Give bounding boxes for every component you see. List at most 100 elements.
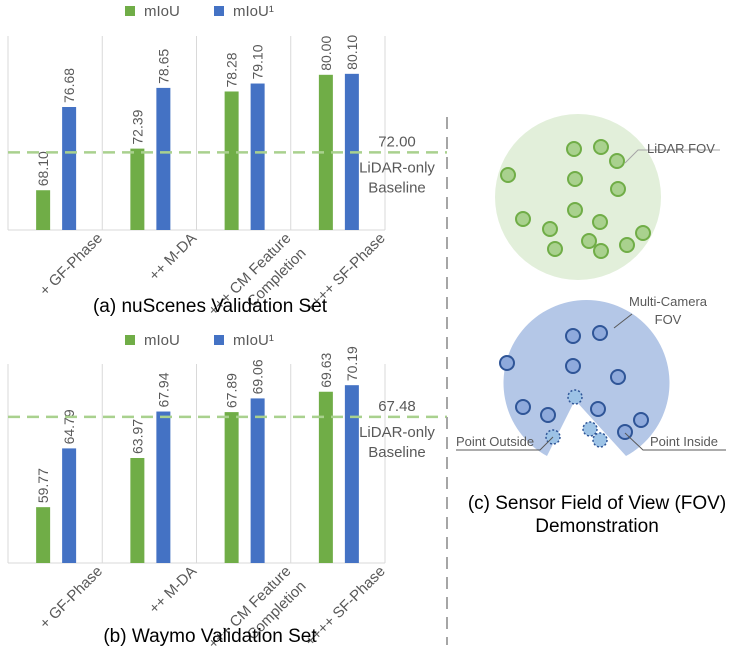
lidar-point bbox=[619, 237, 635, 253]
chart-nuscenes-bar-miou bbox=[224, 91, 239, 230]
camera-point-outside bbox=[567, 389, 583, 405]
fov-leader-lines bbox=[456, 149, 726, 451]
lidar-point bbox=[567, 171, 583, 187]
chart-waymo-value-label: 70.19 bbox=[344, 346, 360, 381]
fov-panel: LiDAR FOV Multi-Camera FOV Point Outside… bbox=[456, 114, 726, 537]
camera-fov-leader bbox=[613, 313, 633, 329]
chart-waymo-bars: 59.77 64.79 63.97 67.94 67.89 69.06 69.63 70.19 bbox=[35, 346, 360, 563]
chart-waymo-value-label: 67.94 bbox=[155, 372, 171, 407]
lidar-point bbox=[581, 233, 597, 249]
chart-waymo-title: (b) Waymo Validation Set bbox=[103, 626, 317, 647]
chart-nuscenes-bar-miou1 bbox=[62, 107, 77, 230]
lidar-point bbox=[592, 214, 608, 230]
lidar-point bbox=[567, 202, 583, 218]
chart-waymo-value-label: 67.89 bbox=[224, 373, 240, 408]
chart-nuscenes-legend-swatch bbox=[214, 6, 224, 16]
camera-point-inside bbox=[617, 424, 633, 440]
camera-fov-label-line1: Multi-Camera bbox=[629, 294, 708, 309]
chart-waymo-legend-swatch bbox=[214, 335, 224, 345]
fov-caption-line1: (c) Sensor Field of View (FOV) bbox=[468, 493, 726, 514]
chart-waymo-value-label: 69.06 bbox=[250, 359, 266, 394]
lidar-point bbox=[635, 225, 651, 241]
camera-fov-label-line2: FOV bbox=[655, 312, 682, 327]
lidar-point bbox=[593, 243, 609, 259]
chart-nuscenes-category-label: ++ M-DA bbox=[146, 230, 200, 284]
chart-nuscenes-bar-miou1 bbox=[250, 83, 265, 230]
chart-nuscenes-legend-label: mIoU¹ bbox=[233, 3, 274, 20]
chart-nuscenes-baseline-text: LiDAR-only bbox=[359, 159, 435, 176]
chart-waymo-bar-miou1 bbox=[62, 448, 77, 563]
chart-nuscenes-value-label: 79.10 bbox=[250, 44, 266, 79]
legend-waymo: mIoU mIoU¹ bbox=[125, 332, 274, 349]
chart-waymo-value-label: 64.79 bbox=[61, 409, 77, 444]
lidar-point bbox=[609, 153, 625, 169]
chart-waymo-value-label: 69.63 bbox=[318, 352, 334, 387]
chart-nuscenes-baseline-value: 72.00 bbox=[378, 133, 416, 150]
chart-waymo-bar-miou bbox=[36, 507, 51, 563]
camera-point-outside bbox=[592, 432, 608, 448]
chart-nuscenes-value-label: 76.68 bbox=[61, 68, 77, 103]
chart-waymo-category-label: ++ M-DA bbox=[146, 563, 200, 617]
chart-waymo-category-label: + GF-Phase bbox=[36, 563, 106, 633]
chart-nuscenes-legend-label: mIoU bbox=[144, 3, 180, 20]
chart-waymo-legend-swatch bbox=[125, 335, 135, 345]
chart-waymo-value-label: 59.77 bbox=[35, 468, 51, 503]
chart-nuscenes-title: (a) nuScenes Validation Set bbox=[93, 296, 328, 317]
chart-waymo-baseline-text: LiDAR-only bbox=[359, 424, 435, 441]
camera-point-outside bbox=[582, 421, 598, 437]
fov-caption-line2: Demonstration bbox=[535, 516, 659, 537]
chart-nuscenes-category-label: + GF-Phase bbox=[36, 230, 106, 300]
chart-nuscenes-legend-swatch bbox=[125, 6, 135, 16]
chart-waymo-bar-miou bbox=[130, 457, 145, 563]
chart-nuscenes-value-label: 78.65 bbox=[155, 49, 171, 84]
lidar-point bbox=[610, 181, 626, 197]
camera-point-inside bbox=[540, 407, 556, 423]
lidar-point bbox=[593, 139, 609, 155]
chart-waymo-legend-label: mIoU bbox=[144, 332, 180, 349]
chart-nuscenes-value-label: 80.00 bbox=[318, 36, 334, 71]
lidar-fov-label: LiDAR FOV bbox=[647, 141, 715, 156]
chart-nuscenes-bar-miou1 bbox=[156, 87, 171, 231]
chart-waymo-bar-miou1 bbox=[156, 411, 171, 563]
lidar-fov-leader bbox=[624, 149, 720, 164]
point-inside-label: Point Inside bbox=[650, 434, 718, 449]
chart-waymo-legend-label: mIoU¹ bbox=[233, 332, 274, 349]
camera-point-inside bbox=[592, 325, 608, 341]
lidar-fov-region bbox=[495, 114, 661, 280]
lidar-point bbox=[566, 141, 582, 157]
chart-waymo-value-label: 63.97 bbox=[129, 419, 145, 454]
legend-nuscenes: mIoU mIoU¹ bbox=[125, 3, 274, 20]
camera-point-inside bbox=[610, 369, 626, 385]
chart-waymo-bar-miou1 bbox=[250, 398, 265, 563]
chart-nuscenes-value-label: 72.39 bbox=[129, 109, 145, 144]
camera-points bbox=[499, 325, 649, 448]
camera-point-inside bbox=[590, 401, 606, 417]
lidar-point bbox=[542, 221, 558, 237]
chart-waymo-bar-miou1 bbox=[344, 385, 359, 563]
camera-point-inside bbox=[565, 358, 581, 374]
lidar-point bbox=[515, 211, 531, 227]
chart-waymo-bar-miou bbox=[318, 391, 333, 563]
chart-waymo-bar-miou bbox=[224, 412, 239, 563]
point-outside-leader bbox=[456, 436, 554, 451]
chart-nuscenes-bar-miou bbox=[318, 74, 333, 230]
chart-nuscenes-bar-miou bbox=[130, 148, 145, 230]
chart-nuscenes-value-label: 78.28 bbox=[224, 52, 240, 87]
camera-point-inside bbox=[565, 328, 581, 344]
chart-waymo-baseline-value: 67.48 bbox=[378, 398, 416, 415]
camera-point-inside bbox=[515, 399, 531, 415]
chart-nuscenes-bar-miou bbox=[36, 190, 51, 230]
lidar-point bbox=[547, 241, 563, 257]
chart-waymo: mIoU mIoU¹ 59.77 64.79 63.97 67.94 67.89 69.06… bbox=[7, 332, 447, 652]
chart-waymo-baseline-text: Baseline bbox=[368, 444, 426, 461]
chart-nuscenes: mIoU mIoU¹ 68.10 76.68 72.39 78.65 78.28 79.10… bbox=[7, 3, 447, 319]
chart-nuscenes-value-label: 68.10 bbox=[35, 151, 51, 186]
camera-point-inside bbox=[499, 355, 515, 371]
lidar-points bbox=[500, 139, 651, 259]
chart-nuscenes-baseline-text: Baseline bbox=[368, 179, 426, 196]
point-inside-leader bbox=[624, 432, 726, 451]
